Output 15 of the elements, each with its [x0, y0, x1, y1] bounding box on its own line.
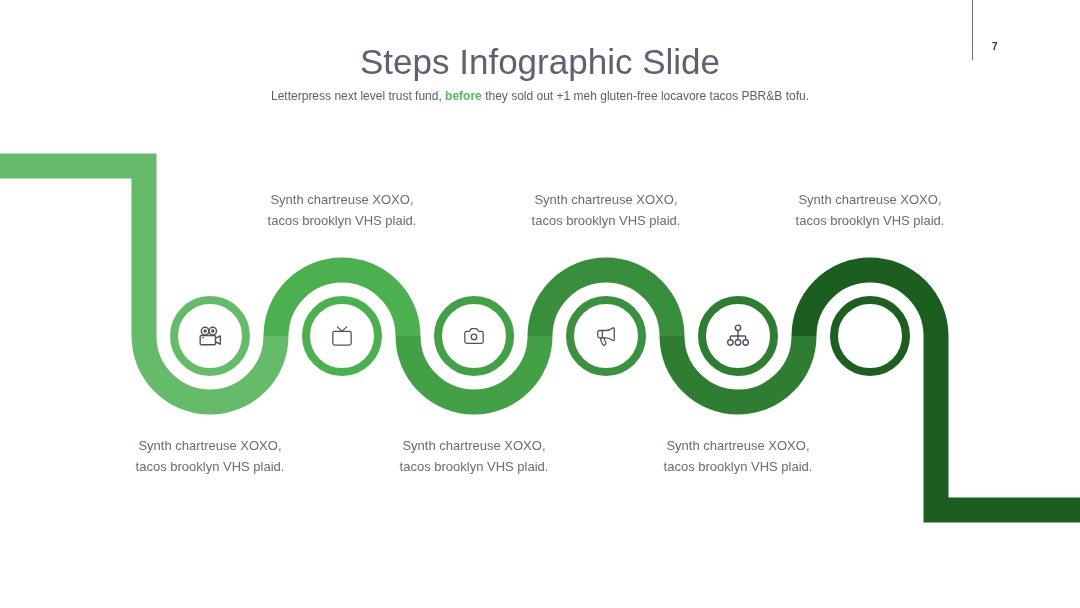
step-ring [434, 296, 514, 376]
step-ring [830, 296, 910, 376]
page-number: 7 [992, 40, 998, 54]
step-description: Synth chartreuse XOXO, tacos brooklyn VHS plaid. [134, 437, 286, 476]
step-description: Synth chartreuse XOXO, tacos brooklyn VHS plaid. [398, 437, 550, 476]
step-ring [566, 296, 646, 376]
step-ring [302, 296, 382, 376]
step-description: Synth chartreuse XOXO, tacos brooklyn VHS plaid. [530, 191, 682, 230]
step-description: Synth chartreuse XOXO, tacos brooklyn VHS plaid. [662, 437, 814, 476]
step-ring [698, 296, 778, 376]
step-description: Synth chartreuse XOXO, tacos brooklyn VHS plaid. [266, 191, 418, 230]
step-ring [170, 296, 250, 376]
slide-subtitle: Letterpress next level trust fund, before they sold out +1 meh gluten-free locavore tacos PBR&B tofu. [270, 88, 810, 104]
step-description: Synth chartreuse XOXO, tacos brooklyn VHS plaid. [794, 191, 946, 230]
slide-title: Steps Infographic Slide [359, 41, 721, 83]
